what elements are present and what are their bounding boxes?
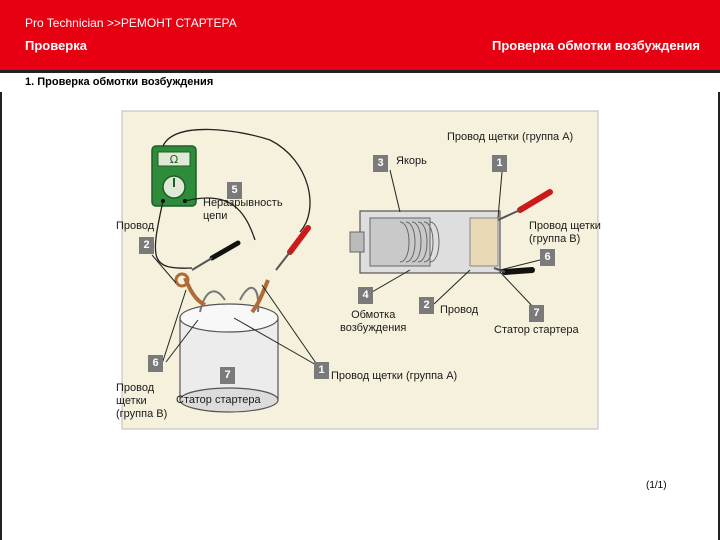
breadcrumb: Pro Technician >>РЕМОНТ СТАРТЕРА <box>25 16 237 30</box>
multimeter: Ω <box>151 145 197 207</box>
stator-left <box>179 286 279 413</box>
badge-7-left: 7 <box>220 367 235 384</box>
badge-2-left: 2 <box>139 237 154 254</box>
badge-1-bottom: 1 <box>314 362 329 379</box>
label-stator-right: Статор стартера <box>494 324 579 336</box>
badge-7-right: 7 <box>529 305 544 322</box>
badge-6-left: 6 <box>148 355 163 372</box>
meter-wire-red <box>162 128 311 233</box>
label-brush-lead-a-top: Провод щетки (группа А) <box>447 131 574 143</box>
page-counter: (1/1) <box>646 480 667 491</box>
section-title-left: Проверка <box>25 38 87 53</box>
left-border <box>0 92 2 540</box>
brush-lead-left-copper <box>183 277 206 307</box>
label-brush-lead-b-right: Провод щетки (группа В) <box>529 220 601 245</box>
page-subtitle: 1. Проверка обмотки возбуждения <box>25 76 214 88</box>
subtitle-bar: 1. Проверка обмотки возбуждения <box>0 70 720 95</box>
label-brush-lead-b-left: Провод щетки (группа В) <box>116 382 168 420</box>
badge-6-right: 6 <box>540 249 555 266</box>
badge-2-right: 2 <box>419 297 434 314</box>
label-continuity: Неразрывность цепи <box>203 197 283 222</box>
label-brush-lead-a-bottom: Провод щетки (группа А) <box>331 370 458 382</box>
label-lead-right: Провод <box>440 304 479 316</box>
meter-wire-black <box>154 200 193 269</box>
header-bar: Pro Technician >>РЕМОНТ СТАРТЕРА Проверк… <box>0 0 720 70</box>
probe-red <box>275 225 311 271</box>
label-armature: Якорь <box>396 155 427 167</box>
label-field-winding: Обмотка возбуждения <box>340 309 407 334</box>
badge-3: 3 <box>373 155 388 172</box>
probe-red-right <box>497 189 553 221</box>
section-title-right: Проверка обмотки возбуждения <box>491 38 700 53</box>
badge-4: 4 <box>358 287 373 304</box>
label-stator-left: Статор стартера <box>176 394 261 406</box>
ohm-symbol: Ω <box>170 153 178 166</box>
starter-assembly-right <box>349 210 501 274</box>
badge-5: 5 <box>227 182 242 199</box>
label-lead-left: Провод <box>116 220 155 232</box>
right-border <box>718 92 720 540</box>
probe-black-right <box>493 267 535 275</box>
badge-1-top: 1 <box>492 155 507 172</box>
probe-black <box>191 240 241 271</box>
